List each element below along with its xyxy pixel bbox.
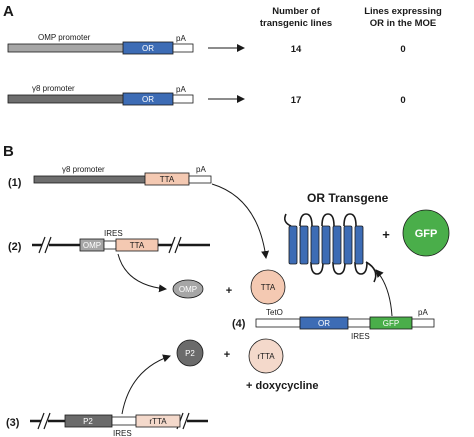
teto-segment [255, 318, 301, 328]
ires-segment [103, 240, 117, 250]
or-gene-label: OR [142, 95, 154, 104]
ires-label: IRES [113, 429, 132, 437]
ires-label: IRES [104, 229, 123, 238]
construct-4-number: (4) [232, 318, 246, 330]
tta-protein [250, 269, 286, 305]
rtta-gene-box [135, 414, 181, 428]
panel-a-letter: A [3, 3, 14, 20]
doxycycline-label: + doxycycline [246, 380, 318, 392]
col-header-expr-2: OR in the MOE [370, 18, 437, 29]
lines-count-omp: 14 [291, 44, 302, 55]
omp-promoter-segment [7, 43, 126, 53]
tta-gene-label: TTA [130, 241, 145, 250]
polya-segment [172, 94, 194, 104]
col-header-lines-1: Number of [272, 6, 320, 17]
omp-protein [172, 279, 204, 299]
panel-b-letter: B [3, 143, 14, 160]
rtta-gene-label: rTTA [149, 417, 167, 426]
rtta-protein [248, 338, 284, 374]
break-mark-right [168, 236, 182, 254]
g8-promoter-segment [33, 175, 147, 184]
p2-protein-label: P2 [185, 349, 195, 358]
expressing-count-g8: 0 [400, 95, 405, 106]
col-header-lines-2: transgenic lines [260, 18, 332, 29]
construct-3-number: (3) [6, 417, 20, 429]
break-mark-left [37, 412, 51, 430]
g8-promoter-segment [7, 94, 126, 104]
plus-sign: + [226, 285, 232, 297]
polya-label: pA [196, 165, 206, 174]
gfp-protein-label: GFP [415, 228, 438, 240]
arrow-to-p2 [121, 354, 171, 415]
omp-promoter-label: OMP promoter [38, 33, 91, 42]
polya-segment [172, 43, 194, 53]
construct-2-number: (2) [8, 241, 22, 253]
break-mark-left [38, 236, 52, 254]
polya-segment [188, 175, 212, 184]
lines-count-g8: 17 [291, 95, 302, 106]
gfp-gene-label: GFP [383, 319, 399, 328]
omp-gene-label: OMP [83, 241, 101, 250]
or-gene-label: OR [318, 319, 330, 328]
polya-label: pA [176, 85, 186, 94]
rtta-protein-label: rTTA [257, 352, 275, 361]
plus-sign: + [224, 349, 230, 361]
tta-gene-label: TTA [160, 175, 175, 184]
expressing-count-omp: 0 [400, 44, 405, 55]
polya-segment [411, 318, 435, 328]
arrow-to-tta [211, 183, 270, 259]
gfp-protein [402, 209, 450, 257]
or-gene-label: OR [142, 44, 154, 53]
or-transgene-title: OR Transgene [307, 191, 389, 205]
ires-segment [347, 318, 371, 328]
construct-1-number: (1) [8, 177, 22, 189]
construct-1: γ8 promoter TTA pA [33, 165, 212, 186]
g8-promoter-label: γ8 promoter [62, 165, 105, 174]
g8-promoter-label: γ8 promoter [32, 84, 75, 93]
construct-3: P2 IRES rTTA [30, 412, 208, 437]
construct-4: TetO OR IRES GFP pA [255, 308, 435, 341]
plus-sign-gfp: + [382, 227, 390, 242]
ires-segment [111, 416, 137, 426]
polya-label: pA [418, 308, 428, 317]
omp-protein-label: OMP [179, 285, 197, 294]
tta-protein-label: TTA [261, 283, 276, 292]
p2-gene-label: P2 [83, 417, 93, 426]
construct-omp-or: OMP promoter OR pA [7, 33, 194, 55]
polya-label: pA [176, 34, 186, 43]
construct-2: OMP IRES TTA [32, 229, 210, 254]
col-header-expr-1: Lines expressing [364, 6, 442, 17]
tta-gene-box [115, 238, 159, 252]
or-receptor-icon [284, 213, 377, 283]
arrow-to-receptor [375, 269, 393, 317]
construct-g8-or: γ8 promoter OR pA [7, 84, 194, 106]
teto-label: TetO [266, 308, 283, 317]
arrow-to-omp [117, 253, 167, 293]
ires-label: IRES [351, 332, 370, 341]
p2-protein [176, 339, 204, 367]
